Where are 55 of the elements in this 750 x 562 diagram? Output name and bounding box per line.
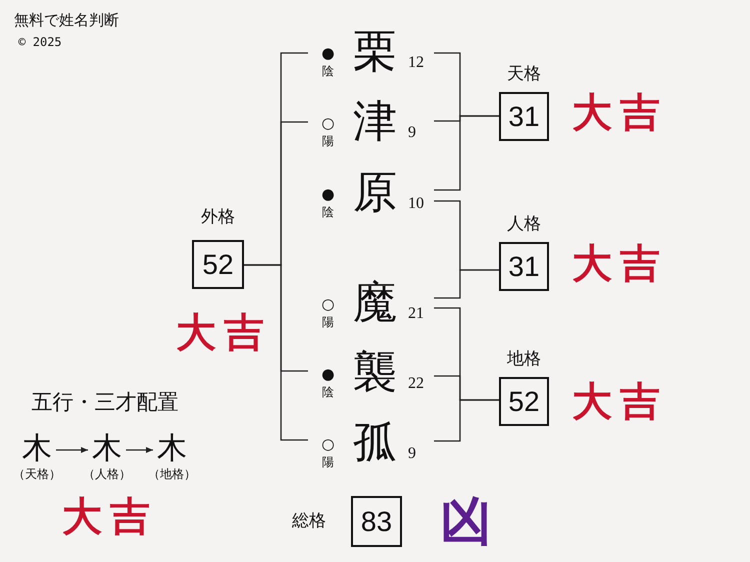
element-character: 木 [92, 432, 122, 466]
yin-yang-symbol: ● [320, 44, 336, 62]
stroke-count: 21 [408, 305, 425, 323]
name-character: 栗 [352, 28, 398, 76]
fortune-verdict: 凶 [439, 494, 492, 550]
score-box: 31 [499, 92, 549, 141]
fortune-verdict: 大吉 [571, 243, 662, 285]
yin-yang-label: 陰 [321, 64, 335, 79]
fortune-verdict: 大吉 [571, 92, 662, 134]
stroke-count: 10 [408, 195, 425, 213]
category-heading: 総格 [291, 510, 327, 533]
stroke-count: 12 [408, 54, 425, 72]
stroke-count: 9 [408, 124, 417, 142]
yin-yang-label: 陽 [321, 134, 335, 149]
bracket-line [434, 115, 499, 191]
yin-yang-label: 陽 [321, 315, 335, 330]
score-box: 52 [192, 240, 244, 289]
category-heading: 外格 [200, 206, 236, 229]
yin-yang-symbol: ● [320, 185, 336, 203]
arrow [56, 447, 88, 453]
arrow [126, 447, 153, 453]
element-caption: （地格） [147, 466, 197, 483]
score-box: 31 [499, 242, 549, 291]
section-heading: 五行・三才配置 [30, 389, 180, 415]
yin-yang-symbol: ● [320, 365, 336, 383]
bracket-line [244, 264, 308, 441]
category-heading: 人格 [506, 213, 542, 235]
yin-yang-label: 陰 [321, 385, 335, 400]
element-caption: （人格） [82, 466, 132, 483]
element-character: 木 [157, 432, 187, 466]
name-character: 襲 [352, 349, 398, 397]
score-box: 83 [351, 496, 402, 547]
yin-yang-symbol: ○ [320, 295, 336, 313]
category-heading: 地格 [506, 348, 542, 370]
yin-yang-symbol: ○ [320, 435, 336, 453]
stroke-count: 9 [408, 445, 417, 463]
bracket-line [434, 399, 499, 442]
fortune-verdict: 大吉 [571, 381, 662, 423]
yin-yang-label: 陽 [321, 455, 335, 470]
name-character: 原 [352, 169, 398, 217]
element-character: 木 [22, 432, 52, 466]
fortune-verdict: 大吉 [175, 312, 266, 354]
yin-yang-symbol: ○ [320, 114, 336, 132]
yin-yang-label: 陰 [321, 205, 335, 220]
category-heading: 天格 [506, 63, 542, 85]
page-title: 無料で姓名判断 [14, 10, 120, 30]
name-character: 孤 [352, 419, 398, 467]
name-character: 津 [352, 98, 398, 146]
stroke-count: 22 [408, 375, 425, 393]
fortune-verdict: 大吉 [61, 496, 154, 538]
element-caption: （天格） [12, 466, 62, 483]
copyright-note: © 2025 [17, 34, 63, 50]
name-character: 魔 [352, 279, 398, 327]
score-box: 52 [499, 377, 549, 426]
bracket-line [434, 269, 499, 299]
